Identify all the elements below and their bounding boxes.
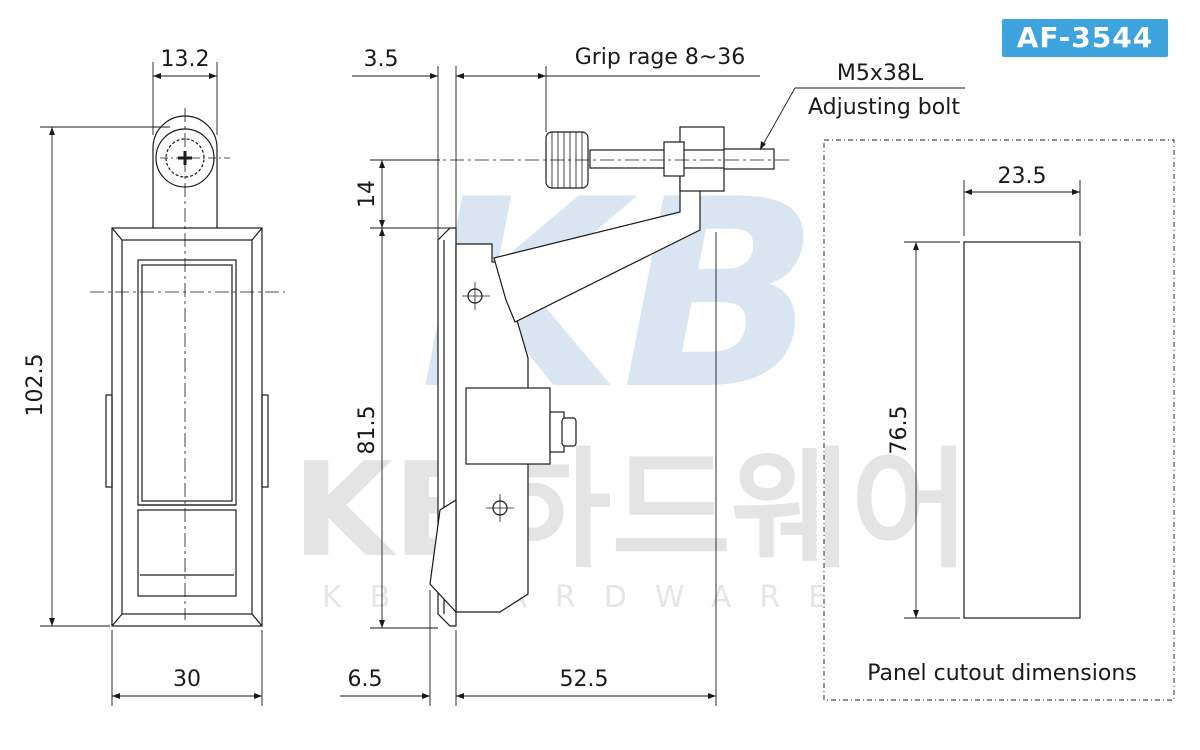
front-dim-arrows	[49, 73, 262, 699]
watermark-brand-sub: KB HARDWARE	[322, 580, 855, 615]
cutout-rect	[963, 241, 1081, 619]
watermark: KB KB하드웨어 KB HARDWARE	[292, 145, 970, 615]
side-view	[375, 126, 790, 627]
side-dimensions	[340, 66, 965, 706]
latch-handle	[137, 259, 237, 506]
cutout-frame	[823, 139, 1175, 701]
front-view	[90, 108, 285, 627]
panel-cutout	[823, 139, 1175, 701]
dim-cutout-height: 76.5	[887, 406, 912, 455]
dim-bottom-width: 30	[173, 667, 201, 692]
dim-height-81-5: 81.5	[355, 406, 380, 455]
dim-bolt-spec: M5x38L	[837, 61, 924, 86]
front-dimensions	[40, 62, 263, 706]
latch-bezel	[121, 239, 253, 615]
dim-bolt-name: Adjusting bolt	[808, 95, 960, 120]
dim-top-width: 13.2	[161, 47, 210, 72]
dim-total-height: 102.5	[23, 354, 48, 417]
dim-gap: 3.5	[364, 47, 399, 72]
dim-cutout-width: 23.5	[998, 164, 1047, 189]
cutout-dim-arrows	[913, 189, 1080, 618]
dim-offset-14: 14	[355, 180, 380, 208]
cam-box	[465, 387, 551, 465]
watermark-brand: KB하드웨어	[292, 434, 970, 586]
side-dim-arrows	[379, 73, 766, 699]
model-badge: AF-3544	[1002, 19, 1168, 57]
cutout-label: Panel cutout dimensions	[867, 661, 1136, 686]
dim-grip-range: Grip rage 8~36	[575, 45, 746, 70]
dim-depth: 52.5	[560, 667, 609, 692]
dim-thickness: 6.5	[348, 667, 383, 692]
clamp-arm	[493, 169, 701, 323]
